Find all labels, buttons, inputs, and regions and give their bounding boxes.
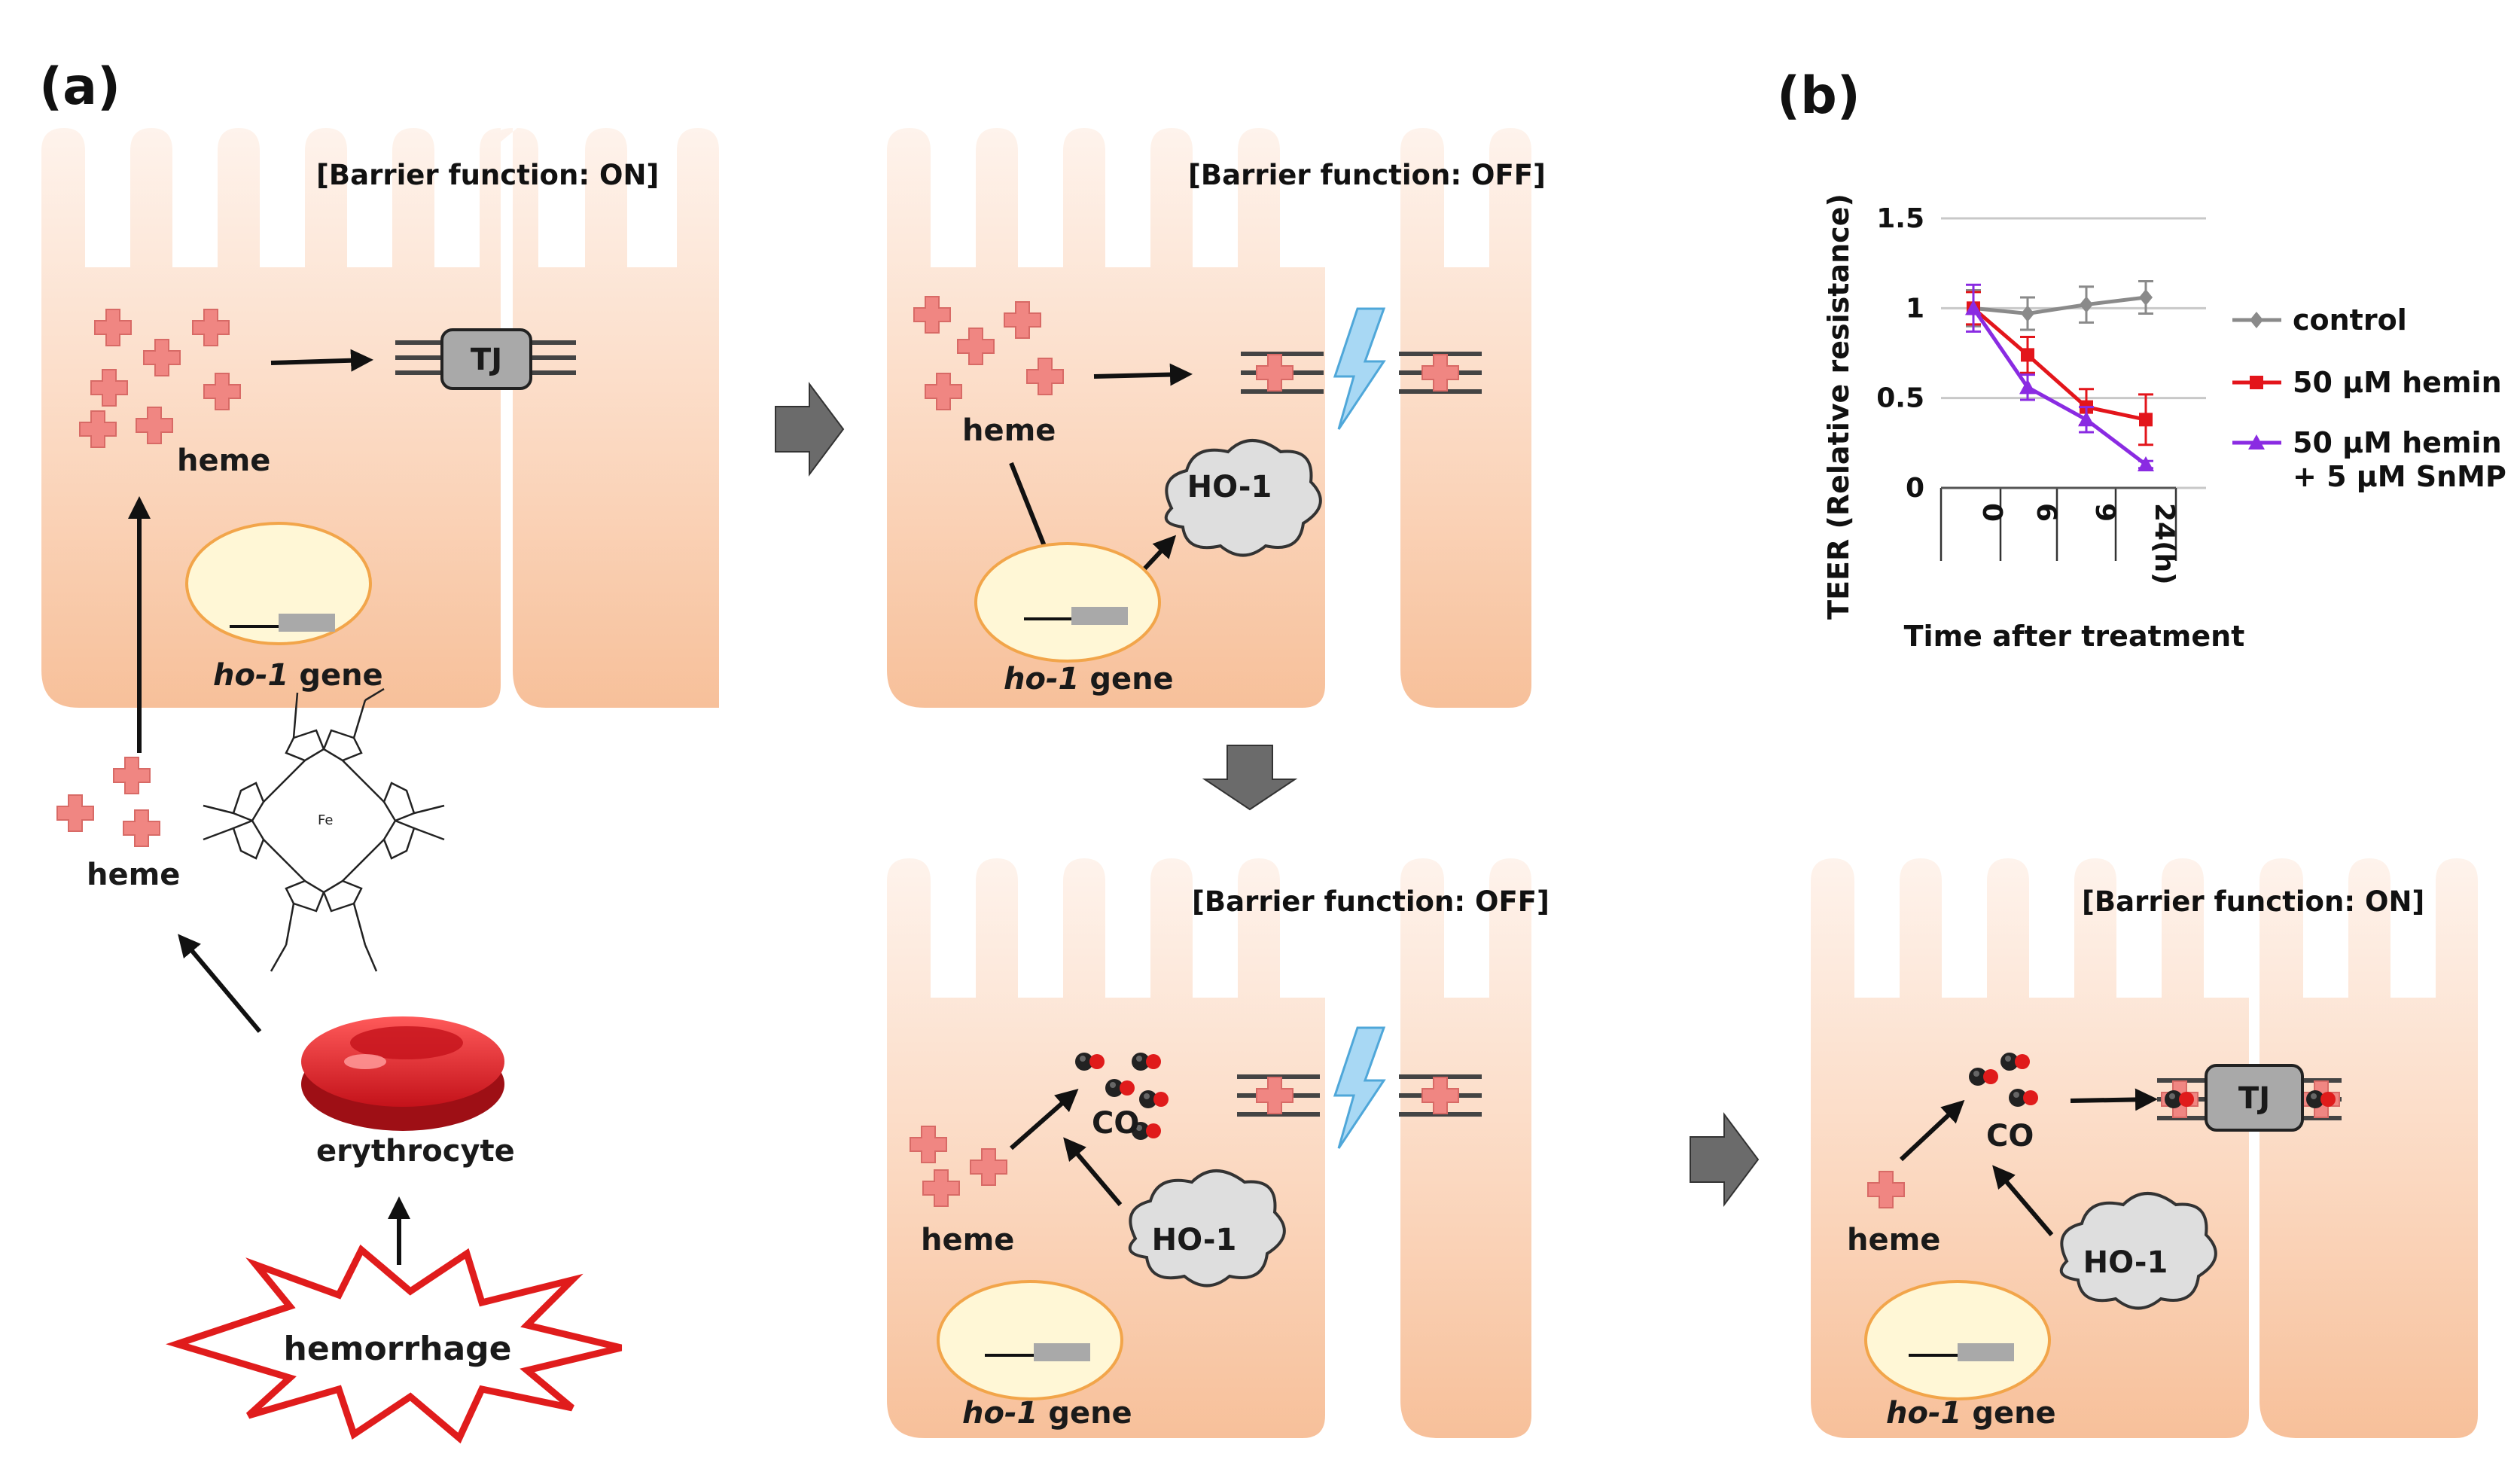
data-point [2139,289,2153,306]
panel-label-b: (b) [1777,66,1860,126]
disrupted-junction-2 [1241,307,1482,430]
flow-arrow-down [1202,745,1298,811]
data-point [2021,305,2034,322]
nucleus-2 [974,542,1161,663]
y-tick-label: 0.5 [1876,383,1924,414]
co-label-3: CO [1092,1106,1139,1141]
heme-label-4: heme [1847,1223,1940,1257]
co-label-4: CO [1986,1119,2034,1153]
gene-label-1: ho-1 gene [213,658,383,693]
y-tick-label: 1 [1906,293,1924,324]
barrier-status-3: [Barrier function: OFF] [1192,885,1549,918]
nucleus-3 [937,1280,1123,1400]
data-point [2139,413,2153,427]
lightning-icon [1333,307,1386,430]
epithelial-cell-right [2259,858,2478,1438]
heme-label-3: heme [921,1223,1014,1257]
series-line [1972,306,2147,422]
epithelial-cell-right [1400,858,1531,1438]
legend-marker [2250,376,2263,389]
data-point [2021,348,2034,362]
disrupted-junction-3 [1237,1026,1482,1149]
series-line [1971,306,2147,466]
x-tick-label: 0 [1976,503,2007,522]
epithelial-cell-left [41,128,501,708]
heme-label-1: heme [177,443,270,478]
tj-label-4: TJ [2238,1081,2270,1116]
legend-marker [2250,312,2263,328]
tj-label-1: TJ [471,343,502,377]
flow-arrow-right-2 [1690,1112,1760,1207]
epithelial-cell-right [1400,128,1531,708]
cell-panel-4: [Barrier function: ON] CO TJ heme HO-1 [1811,858,2478,1438]
ho1-cloud-2: HO-1 [1164,439,1322,557]
hemorrhage-burst [166,1244,623,1444]
barrier-status-1: [Barrier function: ON] [316,159,659,191]
flow-arrow-right-1 [775,382,845,477]
data-point [2078,411,2095,427]
series-line [1973,295,2147,316]
heme-structure-icon: Fe [203,687,445,972]
legend-label: control [2293,303,2407,337]
svg-text:Fe: Fe [318,812,333,828]
nucleus-1 [185,522,372,645]
data-point [2080,296,2093,313]
epithelial-cell-left [887,128,1325,708]
lightning-icon [1333,1026,1386,1149]
tight-junction-1: TJ [395,328,576,390]
barrier-status-4: [Barrier function: ON] [2082,885,2424,918]
y-axis-title: TEER (Relative resistance) [1822,194,1855,620]
gene-label-4: ho-1 gene [1886,1396,2056,1431]
x-tick-label: 24(h) [2149,503,2180,585]
gene-label-2: ho-1 gene [1004,662,1174,696]
erythrocyte-icon [301,1016,504,1131]
tight-junction-4: TJ [2157,1064,2342,1132]
heme-label-outside: heme [87,858,180,892]
legend-label-line2: + 5 μM SnMP [2293,460,2506,493]
hemorrhage-label: hemorrhage [284,1330,512,1368]
barrier-status-2: [Barrier function: OFF] [1188,159,1546,191]
heme-cluster-outside [56,757,160,847]
y-tick-label: 1.5 [1876,203,1924,234]
ho1-label-3: HO-1 [1152,1223,1237,1257]
x-axis-title: Time after treatment [1904,620,2245,653]
cell-panel-2: [Barrier function: OFF] heme HO-1 [887,128,1546,708]
x-tick-label: 6 [2031,503,2061,522]
legend-marker [2248,434,2265,449]
ho1-cloud-4: HO-1 [2059,1192,2217,1310]
teer-chart: 0 0.5 1 1.5 0 6 9 24(h) TEER (Relative resistanc… [1822,194,2506,653]
panel-label-a: (a) [39,57,120,117]
x-tick-label: 9 [2089,503,2120,522]
ho1-cloud-3: HO-1 [1128,1169,1286,1288]
data-point [2019,379,2036,395]
cell-panel-1: [Barrier function: ON] heme TJ ho-1 gene [41,128,719,708]
heme-label-2: heme [962,413,1056,448]
erythrocyte-label: erythrocyte [316,1134,515,1169]
cell-panel-3: [Barrier function: OFF] CO heme HO-1 [887,858,1549,1438]
data-point [1965,300,1982,315]
ho1-label-2: HO-1 [1187,470,1272,504]
y-tick-label: 0 [1906,473,1924,504]
epithelial-cell-right [490,128,719,708]
gene-label-3: ho-1 gene [962,1396,1132,1431]
legend-label: 50 μM hemin [2293,366,2502,399]
ho1-label-4: HO-1 [2083,1245,2168,1280]
data-point [2138,456,2154,471]
legend-label: 50 μM hemin [2293,426,2502,459]
nucleus-4 [1864,1280,2051,1400]
